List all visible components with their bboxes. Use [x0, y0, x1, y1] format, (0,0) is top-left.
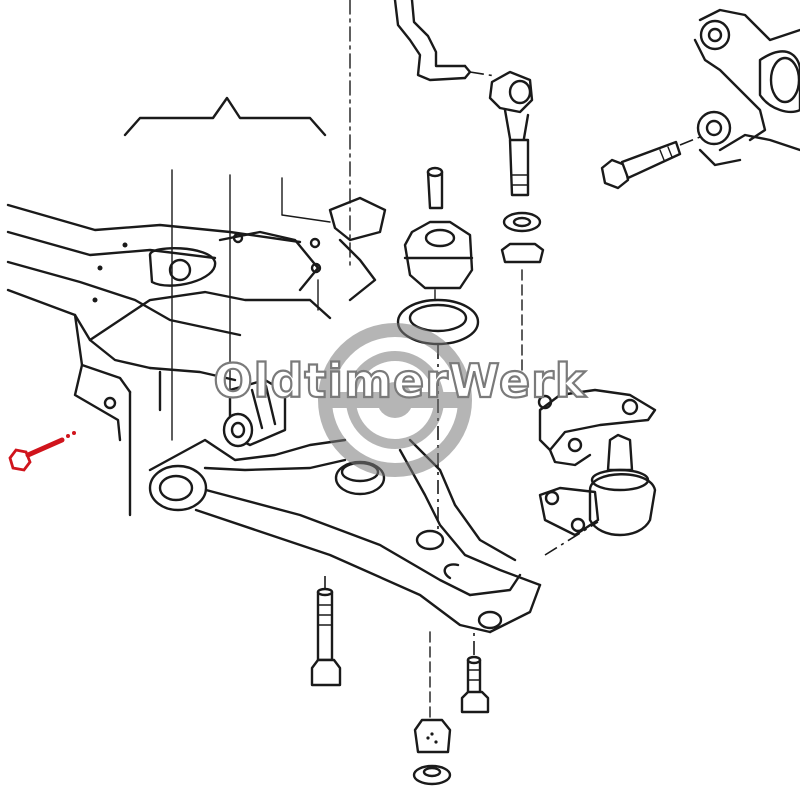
rubber-mount [396, 166, 480, 346]
control-arm [148, 438, 542, 634]
arm-bushing [222, 378, 287, 448]
bottom-nut [412, 631, 452, 786]
knuckle-bolt [600, 134, 706, 190]
subframe [6, 196, 387, 517]
connection-lines [324, 345, 599, 655]
watermark-logo [318, 323, 472, 477]
highlighted-bolt [8, 431, 76, 472]
ball-joint [537, 388, 657, 537]
anti-roll-bar [393, 0, 496, 82]
bottom-bolt-right [460, 655, 490, 714]
leader-lines [123, 0, 351, 441]
drop-link [488, 70, 545, 381]
bottom-bolt-left [310, 587, 342, 687]
steering-knuckle [693, 8, 800, 167]
watermark-text: OldtimerWerk [214, 354, 587, 408]
